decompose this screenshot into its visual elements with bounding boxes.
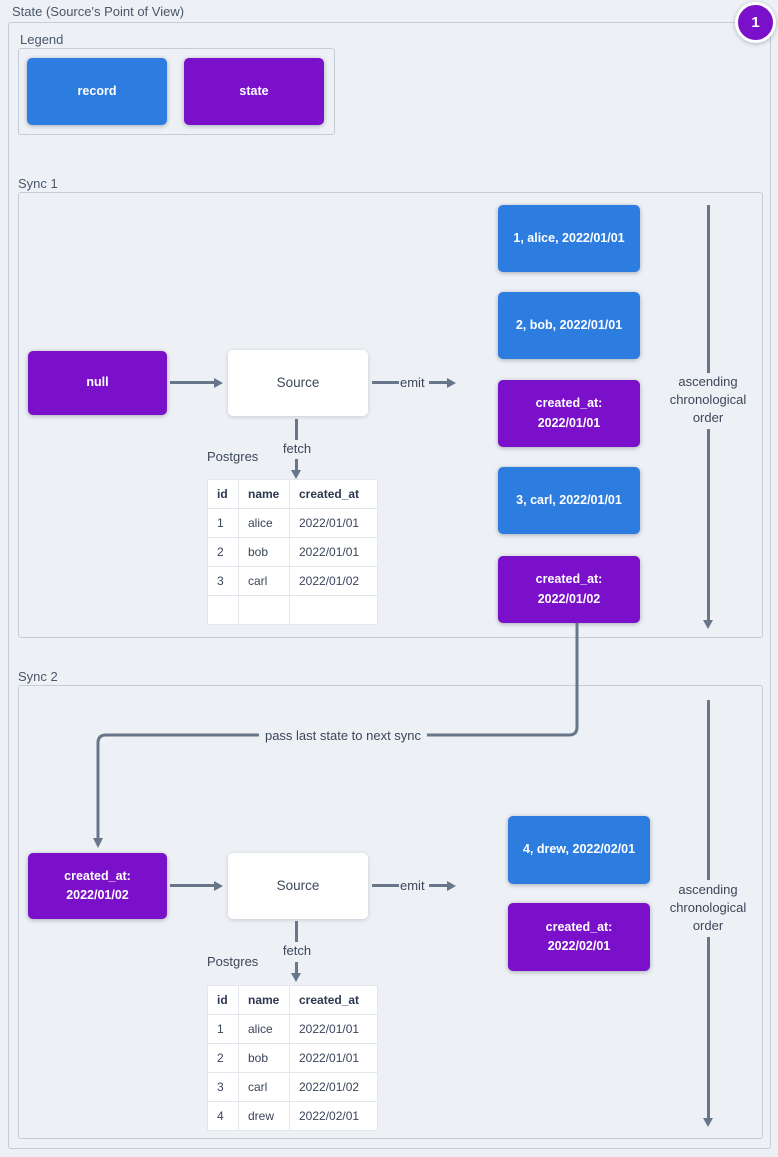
sync2-db-label: Postgres xyxy=(207,954,259,969)
sync2-state-to-source-arrow-line xyxy=(170,884,215,887)
table-row: 3 carl 2022/01/02 xyxy=(207,1072,378,1102)
table-header-cell: name xyxy=(238,985,290,1015)
table-cell: carl xyxy=(238,1072,290,1102)
sync1-frame xyxy=(18,192,763,638)
state-box: created_at: 2022/01/02 xyxy=(498,556,640,623)
sync2-input-state-box: created_at: 2022/01/02 xyxy=(28,853,167,919)
sync1-emit-arrow-line xyxy=(372,381,399,384)
table-header-cell: created_at xyxy=(289,985,378,1015)
sync1-emit-arrow-line2 xyxy=(429,381,448,384)
table-cell: 2022/01/01 xyxy=(289,1014,378,1044)
table-cell: alice xyxy=(238,508,290,538)
legend-label: Legend xyxy=(20,32,64,47)
table-cell: 2022/01/02 xyxy=(289,566,378,596)
legend-state-swatch: state xyxy=(184,58,324,125)
table-cell xyxy=(289,595,378,625)
table-header-cell: name xyxy=(238,479,290,509)
table-cell: 1 xyxy=(207,508,239,538)
table-cell: 2 xyxy=(207,1043,239,1073)
table-cell: 3 xyxy=(207,566,239,596)
sync1-fetch-arrow-head xyxy=(291,470,301,479)
sync2-state-to-source-arrow-head xyxy=(214,881,223,891)
sync1-source-node: Source xyxy=(228,350,368,416)
sync2-fetch-arrow-line2 xyxy=(295,962,298,973)
table-cell: 1 xyxy=(207,1014,239,1044)
sync1-db-label: Postgres xyxy=(207,449,259,464)
sync2-fetch-arrow-head xyxy=(291,973,301,982)
table-cell: 2022/02/01 xyxy=(289,1101,378,1131)
sync1-emit-arrow-head xyxy=(447,378,456,388)
sync2-source-node: Source xyxy=(228,853,368,919)
table-cell: bob xyxy=(238,1043,290,1073)
table-row xyxy=(207,595,378,625)
sync1-postgres-table: id name created_at 1 alice 2022/01/01 2 … xyxy=(207,479,378,625)
sync1-state-to-source-arrow-head xyxy=(214,378,223,388)
sync1-order-arrow-head xyxy=(703,620,713,629)
sync1-fetch-label: fetch xyxy=(282,441,312,456)
table-cell: 2022/01/01 xyxy=(289,508,378,538)
table-cell: 2022/01/01 xyxy=(289,1043,378,1073)
table-cell xyxy=(207,595,239,625)
record-box: 1, alice, 2022/01/01 xyxy=(498,205,640,272)
table-cell: carl xyxy=(238,566,290,596)
table-header-row: id name created_at xyxy=(207,479,378,509)
sync2-postgres-table: id name created_at 1 alice 2022/01/01 2 … xyxy=(207,985,378,1131)
sync2-order-arrow-line2 xyxy=(707,937,710,1118)
sync2-emit-arrow-head xyxy=(447,881,456,891)
table-row: 2 bob 2022/01/01 xyxy=(207,537,378,567)
table-row: 1 alice 2022/01/01 xyxy=(207,508,378,538)
table-header-cell: id xyxy=(207,479,239,509)
legend-record-swatch: record xyxy=(27,58,167,125)
sync2-emit-label: emit xyxy=(400,878,425,893)
sync1-emit-label: emit xyxy=(400,375,425,390)
table-header-cell: id xyxy=(207,985,239,1015)
page-title: State (Source's Point of View) xyxy=(12,4,185,19)
table-cell: 2022/01/02 xyxy=(289,1072,378,1102)
table-cell: bob xyxy=(238,537,290,567)
sync1-order-label: ascending chronological order xyxy=(669,374,747,425)
table-cell: 2022/01/01 xyxy=(289,537,378,567)
state-box: created_at: 2022/01/01 xyxy=(498,380,640,447)
sync1-fetch-arrow-line xyxy=(295,419,298,440)
table-header-cell: created_at xyxy=(289,479,378,509)
sync2-label: Sync 2 xyxy=(18,669,58,684)
sync2-order-label: ascending chronological order xyxy=(669,882,747,933)
table-cell xyxy=(238,595,290,625)
table-cell: drew xyxy=(238,1101,290,1131)
table-row: 2 bob 2022/01/01 xyxy=(207,1043,378,1073)
sync2-order-arrow-head xyxy=(703,1118,713,1127)
table-cell: 4 xyxy=(207,1101,239,1131)
sync2-emit-arrow-line xyxy=(372,884,399,887)
table-cell: alice xyxy=(238,1014,290,1044)
sync1-label: Sync 1 xyxy=(18,176,58,191)
sync1-state-to-source-arrow-line xyxy=(170,381,215,384)
sync2-order-arrow-line xyxy=(707,700,710,880)
sync2-fetch-arrow-line xyxy=(295,921,298,942)
sync1-fetch-arrow-line2 xyxy=(295,459,298,470)
outer-frame xyxy=(8,22,771,1149)
record-box: 3, carl, 2022/01/01 xyxy=(498,467,640,534)
table-cell: 3 xyxy=(207,1072,239,1102)
table-cell: 2 xyxy=(207,537,239,567)
sync1-order-arrow-line2 xyxy=(707,429,710,620)
sync1-order-arrow-line xyxy=(707,205,710,373)
legend-frame xyxy=(18,48,335,135)
sync2-emit-arrow-line2 xyxy=(429,884,448,887)
table-header-row: id name created_at xyxy=(207,985,378,1015)
table-row: 4 drew 2022/02/01 xyxy=(207,1101,378,1131)
record-box: 2, bob, 2022/01/01 xyxy=(498,292,640,359)
pass-state-label: pass last state to next sync xyxy=(258,728,428,743)
table-row: 3 carl 2022/01/02 xyxy=(207,566,378,596)
annotation-badge: 1 xyxy=(735,2,776,43)
state-box: created_at: 2022/02/01 xyxy=(508,903,650,971)
sync2-fetch-label: fetch xyxy=(282,943,312,958)
table-row: 1 alice 2022/01/01 xyxy=(207,1014,378,1044)
sync1-input-state-box: null xyxy=(28,351,167,415)
record-box: 4, drew, 2022/02/01 xyxy=(508,816,650,884)
